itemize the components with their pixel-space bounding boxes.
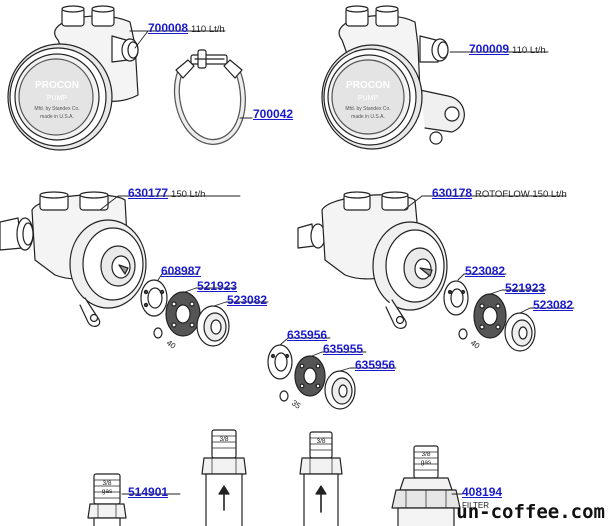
part-desc-700008: 110 Lt/h — [191, 24, 225, 35]
pump-700009-drawing — [321, 5, 465, 150]
ring-size-right: 40 — [469, 338, 482, 351]
part-number-521923-right[interactable]: 521923 — [505, 281, 546, 295]
part-desc-630178: ROTOFLOW 150 Lt/h — [475, 189, 567, 200]
rotor-parts-left — [140, 279, 230, 347]
pump-630178-drawing — [297, 191, 448, 329]
part-number-608987[interactable]: 608987 — [161, 264, 202, 278]
label-523082-right-bottom: 523082 — [533, 297, 573, 313]
label-514901: 514901 — [128, 484, 168, 500]
pump-700008-drawing — [7, 5, 139, 151]
pump-type-left: PUMP — [47, 95, 68, 102]
check-valve-1-drawing — [201, 429, 247, 526]
fitting-size-filter: 3/8 — [421, 451, 430, 458]
filter-caption: FILTER — [462, 501, 489, 510]
part-number-521923-left[interactable]: 521923 — [197, 279, 238, 293]
pump-630177-drawing — [0, 191, 147, 327]
pump-line2-left: made in U.S.A. — [40, 114, 74, 120]
part-number-523082-left[interactable]: 523082 — [227, 293, 268, 307]
clamp-700042-drawing — [173, 49, 246, 145]
filter-408194-drawing — [391, 445, 461, 526]
label-700042: 700042 — [253, 106, 293, 122]
label-608987: 608987 — [161, 263, 201, 279]
label-408194: 408194 — [462, 484, 502, 500]
fitting-thread-514901: gas — [102, 488, 113, 495]
fitting-size-valve1: 3/8 — [219, 436, 228, 443]
fitting-514901-drawing — [87, 473, 127, 526]
label-635956-top: 635956 — [287, 327, 327, 343]
part-number-523082-right-bottom[interactable]: 523082 — [533, 298, 574, 312]
check-valve-2-drawing — [299, 431, 343, 526]
part-number-635956-top[interactable]: 635956 — [287, 328, 328, 342]
label-635955: 635955 — [323, 341, 363, 357]
pump-line1-left: Mfd. by Standex Co. — [34, 106, 79, 112]
ring-size-left: 40 — [165, 338, 178, 351]
part-number-700009[interactable]: 700009 — [469, 42, 510, 56]
fitting-thread-filter: gas — [421, 459, 432, 466]
fitting-size-514901: 3/8 — [102, 480, 111, 487]
rotor-parts-middle — [267, 344, 356, 410]
part-number-630177[interactable]: 630177 — [128, 186, 169, 200]
pump-brand-left: PROCON — [35, 80, 79, 91]
label-521923-right: 521923 — [505, 280, 545, 296]
part-number-408194[interactable]: 408194 — [462, 485, 503, 499]
label-523082-left: 523082 — [227, 292, 267, 308]
part-number-630178[interactable]: 630178 — [432, 186, 473, 200]
label-635956-bottom: 635956 — [355, 357, 395, 373]
part-number-700042[interactable]: 700042 — [253, 107, 294, 121]
pump-line2-right: made in U.S.A. — [351, 114, 385, 120]
part-desc-700009: 110 Lt/h — [512, 45, 546, 56]
part-number-635955[interactable]: 635955 — [323, 342, 364, 356]
part-number-700008[interactable]: 700008 — [148, 21, 189, 35]
ring-size-middle: 35 — [290, 398, 303, 411]
label-523082-right-top: 523082 — [465, 263, 505, 279]
part-number-635956-bottom[interactable]: 635956 — [355, 358, 396, 372]
part-number-514901[interactable]: 514901 — [128, 485, 169, 499]
pump-type-right: PUMP — [358, 95, 379, 102]
pump-brand-right: PROCON — [346, 80, 390, 91]
pump-line1-right: Mfd. by Standex Co. — [345, 106, 390, 112]
part-number-523082-right-top[interactable]: 523082 — [465, 264, 506, 278]
fitting-size-valve2: 3/8 — [316, 438, 325, 445]
label-521923-left: 521923 — [197, 278, 237, 294]
part-desc-630177: 150 Lt/h — [171, 189, 206, 200]
site-watermark: un-coffee.com — [456, 501, 605, 523]
